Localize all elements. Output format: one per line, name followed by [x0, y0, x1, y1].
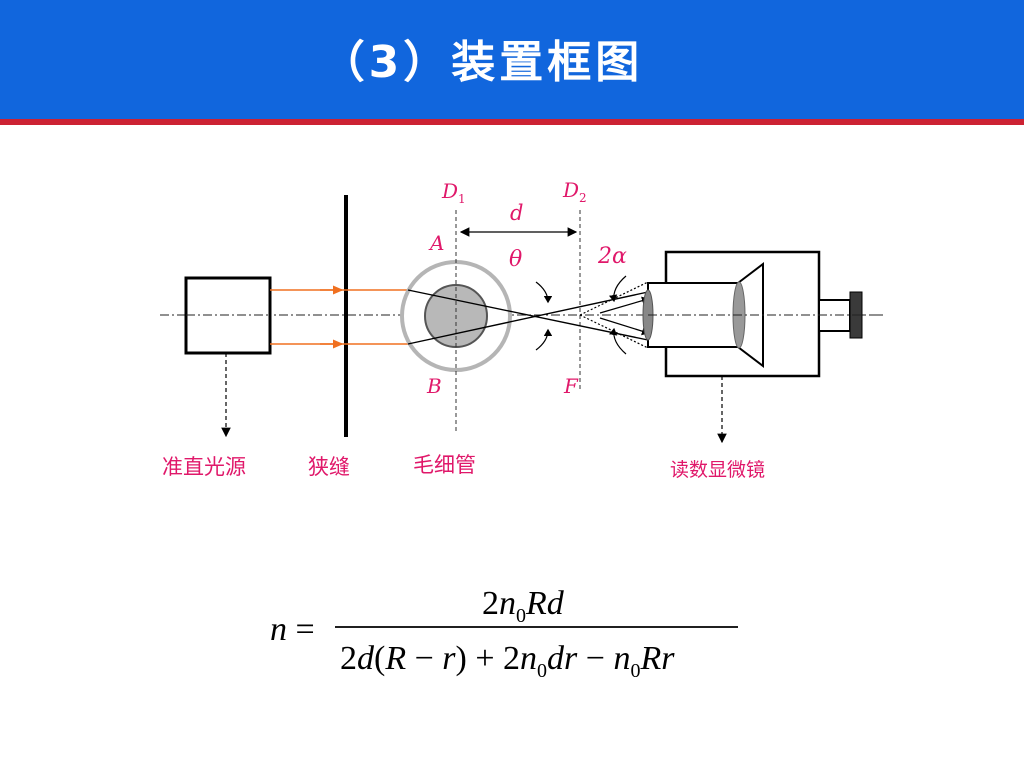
slide-title-text: （3）装置框图	[320, 37, 644, 88]
ray-lower-cross	[407, 291, 649, 345]
header-divider	[0, 119, 1024, 125]
ray-lower-tip	[599, 296, 650, 314]
label-d2: D2	[562, 178, 587, 205]
refractive-index-formula: n = 2n0Rd 2d(R − r) + 2n0dr − n0Rr	[270, 585, 738, 682]
slide-title: （3）装置框图	[0, 26, 1024, 90]
formula-lhs: n =	[270, 611, 315, 648]
label-distance-d: d	[510, 201, 523, 225]
ray-upper-tip	[599, 317, 650, 336]
label-f: F	[563, 374, 579, 398]
label-theta: θ	[509, 247, 522, 272]
label-capillary: 毛细管	[413, 453, 476, 477]
label-d1: D1	[441, 179, 466, 206]
label-two-alpha: 2α	[597, 244, 627, 269]
formula-denominator: 2d(R − r) + 2n0dr − n0Rr	[340, 640, 675, 682]
theta-arc-lower	[535, 328, 553, 351]
label-light-source: 准直光源	[162, 455, 246, 479]
label-microscope: 读数显微镜	[670, 459, 765, 481]
alpha-arc-upper	[608, 275, 627, 303]
formula-numerator: 2n0Rd	[482, 585, 565, 627]
ray-upper-cross	[407, 289, 649, 341]
slide-header	[0, 0, 1024, 119]
label-a: A	[428, 231, 444, 255]
label-slit: 狭缝	[308, 455, 350, 479]
label-b: B	[426, 374, 442, 398]
alpha-arc-lower	[608, 327, 627, 355]
theta-arc-upper	[535, 281, 553, 304]
